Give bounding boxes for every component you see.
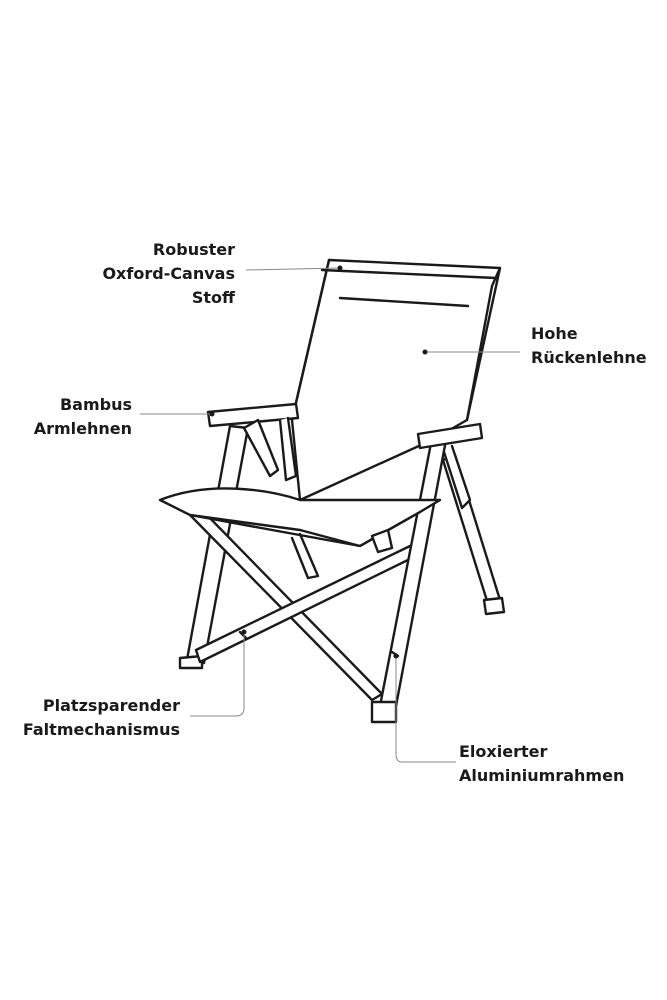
armrest-left	[206, 402, 300, 482]
label-folding-line1: Platzsparender	[42, 696, 180, 715]
dot-folding	[241, 629, 247, 635]
label-backrest-line1: Hohe	[531, 324, 578, 343]
seat	[158, 487, 442, 554]
label-frame-line2: Aluminiumrahmen	[459, 766, 625, 785]
label-frame: Eloxierter Aluminiumrahmen	[459, 740, 624, 788]
label-backrest-line2: Rückenlehne	[531, 348, 647, 367]
label-armrest-line1: Bambus	[59, 395, 132, 414]
label-frame-line1: Eloxierter	[459, 742, 548, 761]
leader-fabric	[245, 267, 341, 271]
leader-frame	[395, 656, 456, 763]
label-armrest: Bambus Armlehnen	[10, 393, 132, 441]
label-backrest: Hohe Rückenlehne	[531, 322, 647, 370]
label-folding-line2: Faltmechanismus	[22, 720, 180, 739]
armrest-right	[416, 422, 484, 510]
dot-armrest	[209, 411, 215, 417]
leader-folding	[190, 632, 245, 717]
front-legs	[370, 436, 448, 724]
chair-drawing	[158, 258, 506, 724]
label-fabric-line2: Oxford-Canvas	[102, 264, 235, 283]
dot-backrest	[422, 349, 428, 355]
label-armrest-line2: Armlehnen	[33, 419, 132, 438]
dot-frame	[393, 653, 399, 659]
label-fabric: Robuster Oxford-Canvas Stoff	[60, 238, 235, 310]
leader-dots	[209, 265, 428, 659]
backrest	[290, 258, 502, 502]
dot-fabric	[337, 265, 343, 271]
label-folding: Platzsparender Faltmechanismus	[10, 694, 180, 742]
label-fabric-line3: Stoff	[191, 288, 235, 307]
leader-lines	[140, 267, 520, 763]
label-fabric-line1: Robuster	[152, 240, 235, 259]
